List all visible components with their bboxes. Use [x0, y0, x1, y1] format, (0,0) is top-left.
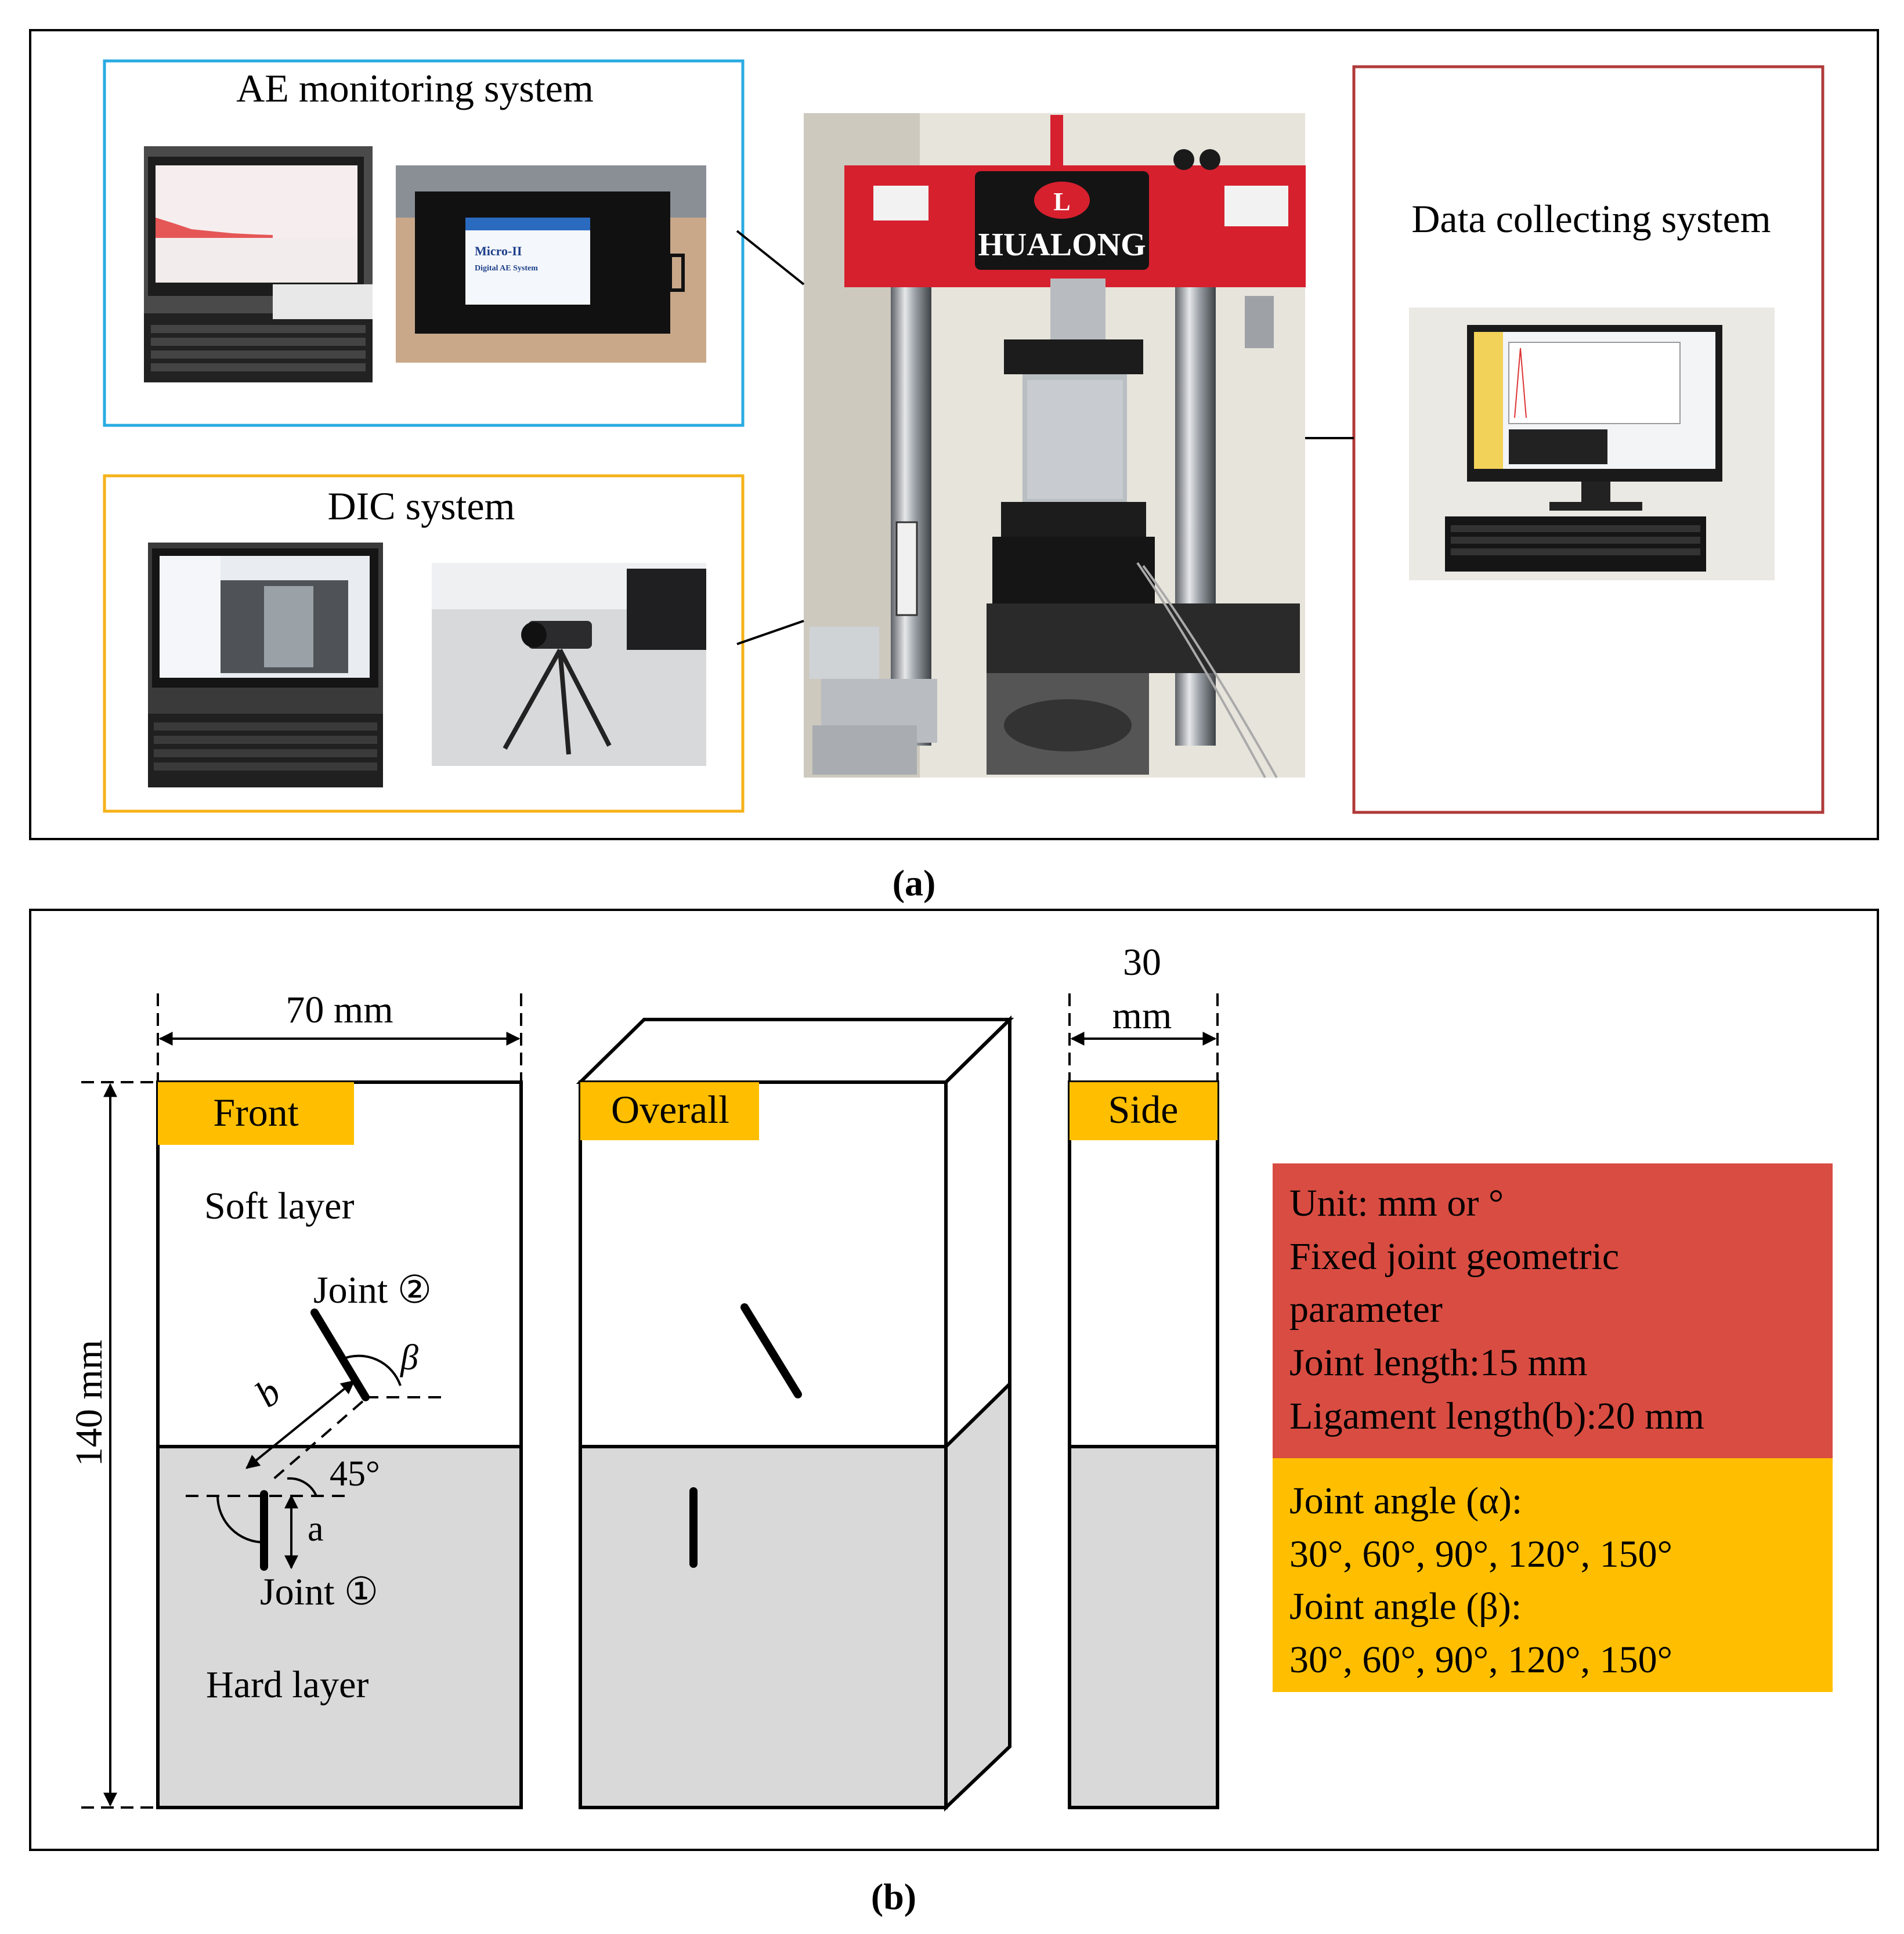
ae-box — [103, 59, 745, 427]
info-beta-values: 30°, 60°, 90°, 120°, 150° — [1289, 1639, 1672, 1681]
joint-2-line — [310, 1308, 370, 1401]
dic-monitor-photo — [148, 543, 383, 787]
overall-label: Overall — [611, 1087, 729, 1132]
dic-camera-photo — [432, 563, 706, 766]
connector-dic — [736, 620, 804, 645]
info-joint-length: Joint length:15 mm — [1289, 1342, 1587, 1384]
caption-a: (a) — [893, 862, 936, 903]
data-title: Data collecting system — [1411, 197, 1771, 241]
joint-1-label: Joint ① — [260, 1571, 378, 1613]
info-red-panel — [1273, 1163, 1833, 1458]
dic-system-group: DIC system — [103, 474, 745, 813]
overall-joint-2 — [740, 1303, 802, 1398]
depth-dim-number: 30 — [1123, 941, 1161, 984]
info-alpha-label: Joint angle (α): — [1289, 1480, 1522, 1522]
machine-brand: HUALONG — [978, 227, 1146, 263]
beta-label: β — [400, 1338, 418, 1378]
front-label-bg — [158, 1082, 354, 1145]
ae-device-label-1: Micro-II — [475, 244, 522, 258]
data-box — [1352, 65, 1824, 814]
info-beta-label: Joint angle (β): — [1289, 1585, 1522, 1628]
front-label: Front — [213, 1090, 298, 1134]
overall-top-face — [576, 1018, 1014, 1084]
angle-45-label: 45° — [330, 1454, 380, 1494]
dic-title: DIC system — [328, 484, 515, 528]
panel-a-frame — [29, 29, 1879, 840]
machine-logo-letter: L — [1053, 187, 1070, 216]
ae-device-label-2: Digital AE System — [475, 264, 538, 273]
info-unit: Unit: mm or ° — [1289, 1182, 1504, 1224]
data-pc-photo — [1409, 308, 1775, 580]
connector-ae — [736, 230, 805, 285]
side-label: Side — [1108, 1087, 1179, 1132]
a-label: a — [308, 1509, 324, 1549]
loading-machine-photo: L HUALONG — [804, 113, 1306, 778]
info-panel: Unit: mm or ° Fixed joint geometric para… — [1273, 1163, 1833, 1692]
ae-device-photo: Micro-II Digital AE System — [396, 165, 706, 363]
info-fixed-1: Fixed joint geometric — [1289, 1235, 1619, 1278]
side-view: Side 30 mm — [1068, 941, 1219, 1809]
dic-box — [103, 474, 745, 813]
ae-title: AE monitoring system — [236, 66, 594, 110]
ae-monitoring-group: AE monitoring system Micro-II Digital AE… — [103, 59, 745, 427]
ligament-b-label: b — [247, 1371, 288, 1416]
hard-layer-label: Hard layer — [206, 1664, 368, 1706]
side-label-bg — [1070, 1082, 1217, 1140]
overall-label-bg — [580, 1082, 759, 1140]
info-ligament-length: Ligament length(b):20 mm — [1289, 1395, 1704, 1437]
data-collecting-group: Data collecting system — [1352, 65, 1824, 814]
caption-b: (b) — [871, 1876, 916, 1917]
joint-2-label: Joint ② — [313, 1269, 432, 1311]
info-alpha-values: 30°, 60°, 90°, 120°, 150° — [1289, 1533, 1672, 1575]
depth-dim-unit: mm — [1112, 995, 1172, 1037]
ae-monitor-photo — [144, 146, 373, 382]
panel-b-frame — [29, 909, 1879, 1851]
front-view: Front Soft layer Hard layer Joint ② β b … — [68, 989, 523, 1809]
width-dim-label: 70 mm — [286, 989, 393, 1031]
info-fixed-2: parameter — [1289, 1288, 1443, 1331]
overall-view: Overall — [576, 1015, 1014, 1812]
height-dim-label: 140 mm — [68, 1340, 110, 1466]
info-yellow-panel — [1273, 1458, 1833, 1692]
soft-layer-label: Soft layer — [204, 1185, 354, 1227]
